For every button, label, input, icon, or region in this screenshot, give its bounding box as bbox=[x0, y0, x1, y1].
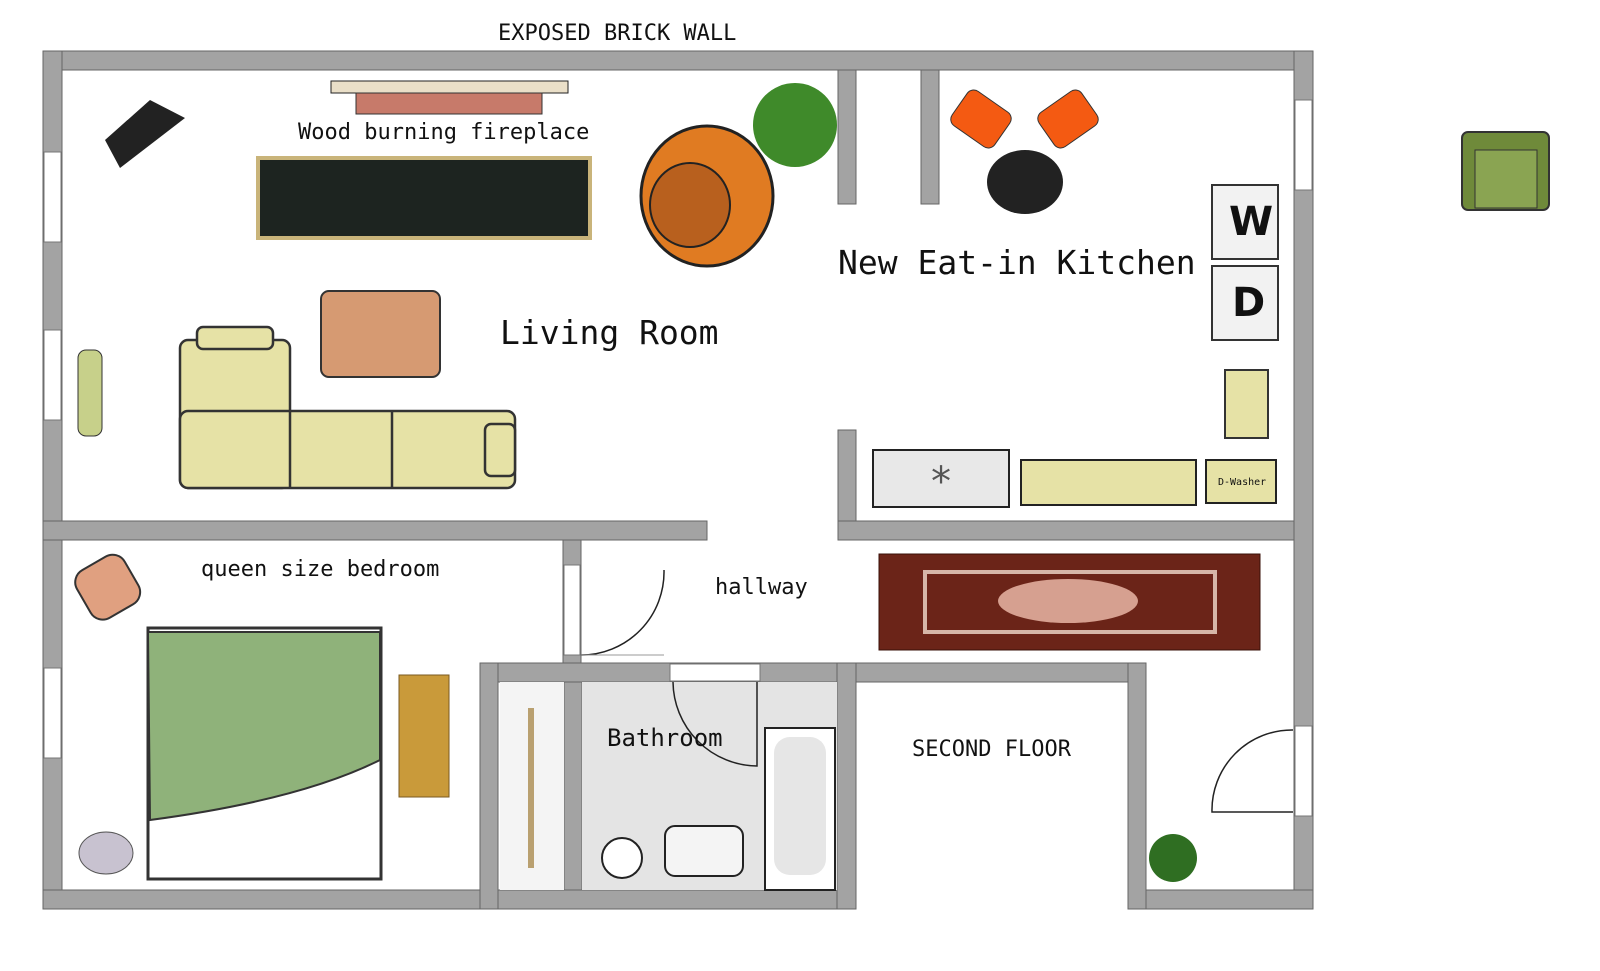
kitchen-chair bbox=[950, 89, 1012, 149]
window bbox=[43, 667, 62, 759]
ottoman bbox=[78, 831, 134, 875]
kitchen-wall-a bbox=[837, 69, 857, 205]
window bbox=[1294, 725, 1313, 817]
green-armchair-seat bbox=[1474, 149, 1538, 209]
kitchen-bottom-wall bbox=[837, 520, 1295, 541]
fireplace-label: Wood burning fireplace bbox=[298, 120, 590, 145]
radiator bbox=[77, 349, 103, 437]
living-room-label: Living Room bbox=[500, 313, 719, 352]
top-wall bbox=[42, 50, 1314, 71]
fireplace-mantel bbox=[330, 80, 569, 94]
kitchen-wall-b bbox=[920, 69, 940, 205]
bedroom-door[interactable] bbox=[580, 569, 665, 656]
bath-right-wall bbox=[836, 662, 857, 910]
stove bbox=[872, 449, 1010, 508]
bedroom-label: queen size bedroom bbox=[201, 557, 440, 582]
washer-label: W bbox=[1229, 199, 1274, 245]
rug-border bbox=[923, 570, 1217, 634]
second-floor-label: SECOND FLOOR bbox=[912, 737, 1071, 762]
closet-rack bbox=[528, 708, 534, 868]
sink bbox=[664, 825, 744, 877]
window bbox=[1294, 99, 1313, 191]
kitchen-chair bbox=[1037, 89, 1099, 149]
plan-title: EXPOSED BRICK WALL bbox=[498, 21, 737, 46]
closet-wall bbox=[563, 681, 583, 891]
bottom-wall-left bbox=[42, 889, 857, 910]
living-room-rug bbox=[256, 156, 592, 240]
door-frame bbox=[563, 564, 581, 656]
fridge bbox=[1224, 369, 1269, 439]
bath-top-wall bbox=[479, 662, 1147, 683]
entry-door[interactable] bbox=[1211, 729, 1294, 813]
bedroom-chair bbox=[74, 553, 142, 621]
bed-cover bbox=[146, 631, 381, 822]
bedroom-right-wall bbox=[479, 662, 499, 910]
counter bbox=[1020, 459, 1197, 506]
stove-burner-icon: * bbox=[929, 459, 953, 505]
plant bbox=[753, 83, 837, 167]
dryer bbox=[1211, 265, 1279, 341]
bedroom-rug bbox=[398, 674, 450, 798]
dishwasher bbox=[1205, 459, 1277, 504]
dryer-label: D bbox=[1232, 280, 1266, 326]
rug-medallion bbox=[998, 579, 1138, 623]
coffee-table bbox=[320, 290, 441, 378]
bathtub-basin bbox=[774, 737, 826, 875]
kitchen-label: New Eat-in Kitchen bbox=[838, 243, 1196, 282]
bathroom-label: Bathroom bbox=[607, 724, 723, 752]
windows bbox=[43, 99, 1313, 817]
washer bbox=[1211, 184, 1279, 260]
bath-door-frame bbox=[669, 663, 761, 682]
fireplace-brick bbox=[355, 92, 543, 115]
armchair bbox=[639, 124, 775, 268]
tv bbox=[105, 100, 185, 168]
dishwasher-label: D-Washer bbox=[1218, 477, 1267, 488]
window bbox=[43, 329, 62, 421]
sectional-sofa bbox=[178, 325, 517, 490]
bottom-wall-right bbox=[1127, 889, 1314, 910]
second-floor-wall bbox=[1127, 662, 1147, 910]
plant bbox=[1149, 834, 1197, 882]
toilet bbox=[601, 837, 643, 879]
living-room-bottom-wall bbox=[42, 520, 708, 541]
kitchen-table bbox=[987, 150, 1063, 214]
bathroom-door[interactable] bbox=[672, 681, 758, 767]
hallway-label: hallway bbox=[715, 575, 808, 600]
window bbox=[43, 151, 62, 243]
